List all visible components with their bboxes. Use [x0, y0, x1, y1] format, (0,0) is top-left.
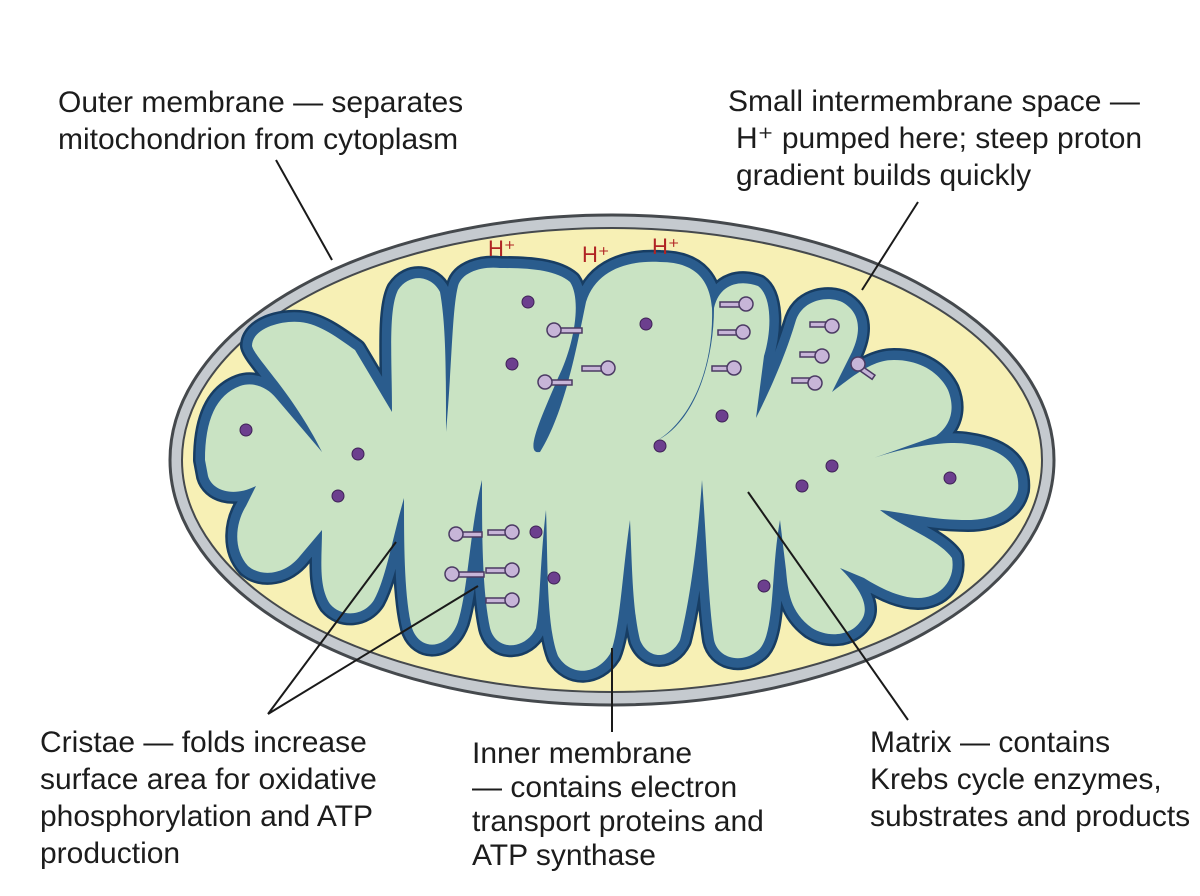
atp-synthase — [719, 296, 754, 312]
granule — [825, 459, 839, 473]
atp-synthase — [487, 524, 520, 540]
granule — [521, 295, 535, 309]
label-line: Matrix — contains — [870, 726, 1111, 759]
atp-synthase — [485, 592, 520, 608]
atp-synthase — [809, 318, 840, 334]
label-line: transport proteins and — [472, 805, 764, 838]
matrix-granules — [239, 295, 957, 593]
leader-cristae-a — [267, 541, 397, 715]
granule — [547, 571, 561, 585]
leader-intermembrane-space — [861, 201, 919, 291]
leader-outer-membrane — [275, 159, 333, 261]
label-outer-membrane: Outer membrane — separates mitochondrion… — [58, 84, 463, 158]
label-line: phosphorylation and ATP — [40, 800, 374, 833]
atp-synthase — [444, 566, 485, 582]
leader-cristae-b — [267, 585, 479, 715]
atp-synthase — [717, 324, 751, 340]
label-line: Small intermembrane space — — [728, 85, 1140, 118]
label-line: Inner membrane — [472, 737, 693, 770]
granule — [757, 579, 771, 593]
atp-synthase — [448, 526, 483, 542]
label-matrix: Matrix — contains Krebs cycle enzymes, s… — [870, 724, 1190, 835]
label-line: mitochondrion from cytoplasm — [58, 123, 459, 156]
granule — [505, 357, 519, 371]
granule — [653, 439, 667, 453]
label-line: — contains electron — [472, 771, 738, 804]
atp-synthase — [537, 374, 573, 390]
label-line: gradient builds quickly — [736, 159, 1032, 192]
label-cristae: Cristae — folds increase surface area fo… — [40, 724, 377, 872]
atp-synthase — [799, 348, 830, 364]
proton-marker: H⁺ — [582, 242, 610, 267]
label-line: substrates and products — [870, 800, 1191, 833]
granule — [351, 447, 365, 461]
label-line: Cristae — folds increase — [40, 726, 367, 759]
atp-synthase — [791, 375, 823, 391]
atp-synthase — [485, 562, 520, 578]
leader-lines — [267, 159, 919, 732]
proton-marker: H⁺ — [652, 234, 680, 259]
granule — [331, 489, 345, 503]
label-intermembrane-space: Small intermembrane space — H⁺ pumped he… — [728, 83, 1142, 194]
proton-marker: H⁺ — [488, 236, 516, 261]
atp-synthase-group — [444, 296, 877, 608]
granule — [795, 479, 809, 493]
granule — [715, 409, 729, 423]
label-line: surface area for oxidative — [40, 763, 377, 796]
label-line: H⁺ pumped here; steep proton — [736, 122, 1143, 155]
label-line: ATP synthase — [472, 839, 656, 872]
granule — [943, 471, 957, 485]
label-line: Outer membrane — separates — [58, 86, 464, 119]
granule — [639, 317, 653, 331]
atp-synthase — [711, 360, 742, 376]
label-line: production — [40, 837, 181, 870]
label-line: Krebs cycle enzymes, — [870, 763, 1162, 796]
atp-synthase — [850, 356, 877, 381]
granule — [529, 525, 543, 539]
granule — [239, 423, 253, 437]
label-inner-membrane: Inner membrane — contains electron trans… — [472, 737, 764, 873]
atp-synthase — [581, 360, 616, 376]
atp-synthase — [546, 322, 583, 338]
leader-matrix — [747, 491, 909, 721]
